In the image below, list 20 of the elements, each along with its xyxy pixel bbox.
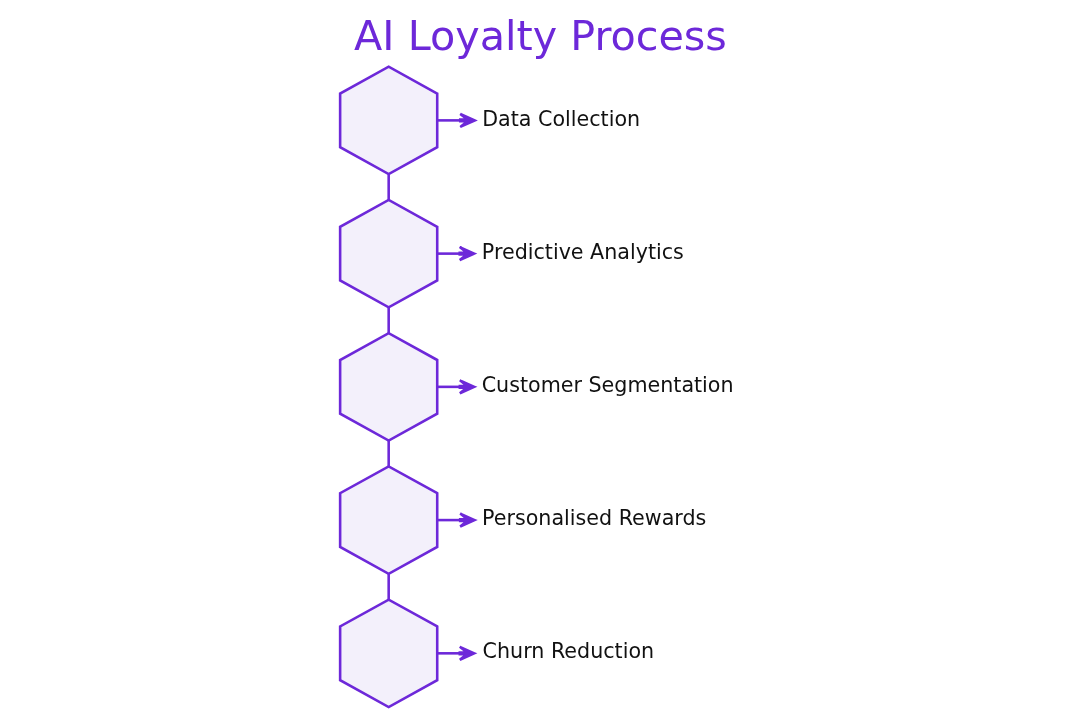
arrow: [436, 645, 476, 662]
arrow: [436, 512, 476, 528]
node-hexagon: [338, 198, 438, 309]
node-hexagon: [338, 331, 438, 443]
node-text: Personalised Rewards: [481, 506, 706, 531]
connector: [386, 574, 390, 600]
arrow: [436, 379, 476, 395]
arrow: [436, 245, 475, 262]
connector: [386, 307, 390, 334]
node-text: Data Collection: [481, 106, 640, 131]
node-hexagon: [338, 598, 438, 709]
diagram-title: AI Loyalty Process: [353, 12, 727, 61]
arrow: [437, 112, 476, 129]
node-hexagon: [338, 65, 438, 176]
node-text: Churn Reduction: [482, 639, 654, 664]
node-text: Customer Segmentation: [481, 373, 734, 398]
node-text: Predictive Analytics: [481, 239, 684, 264]
connector: [386, 174, 390, 200]
node-hexagon: [338, 464, 438, 576]
connector: [386, 440, 390, 467]
